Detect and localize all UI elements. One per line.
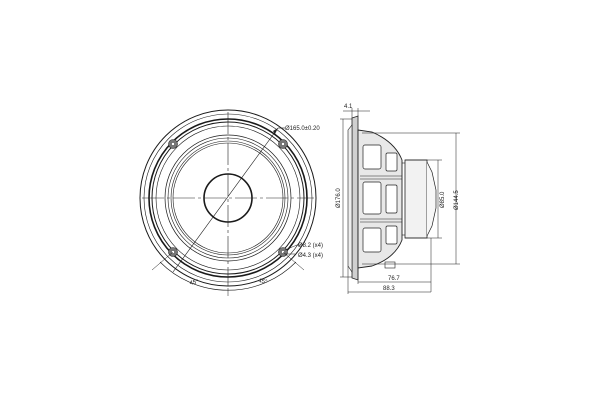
- flange-thickness-label: 4.1: [344, 104, 353, 110]
- frame-diameter-label: Ø144.5: [454, 190, 460, 210]
- magnet: [404, 159, 428, 239]
- total-depth-label: 88.3: [383, 286, 395, 292]
- front-view: Ø165.0±0.20 Ø8.2 (x4) Ø4.3 (x4) 45° 45°: [139, 109, 323, 296]
- angle-right-label: 45°: [258, 278, 269, 286]
- depth-label: 76.7: [388, 276, 400, 282]
- outer-diameter-label: Ø165.0±0.20: [285, 126, 320, 132]
- side-view: Ø176.0 4.1 Ø85.0 Ø144.5 76.7 88.3: [336, 104, 460, 294]
- hole-small-label: Ø4.3 (x4): [298, 253, 323, 259]
- overall-diameter-label: Ø176.0: [336, 188, 342, 208]
- flange: [351, 115, 359, 281]
- hole-large-label: Ø8.2 (x4): [298, 243, 323, 249]
- angle-left-label: 45°: [189, 279, 200, 287]
- magnet-diameter-label: Ø85.0: [440, 191, 446, 208]
